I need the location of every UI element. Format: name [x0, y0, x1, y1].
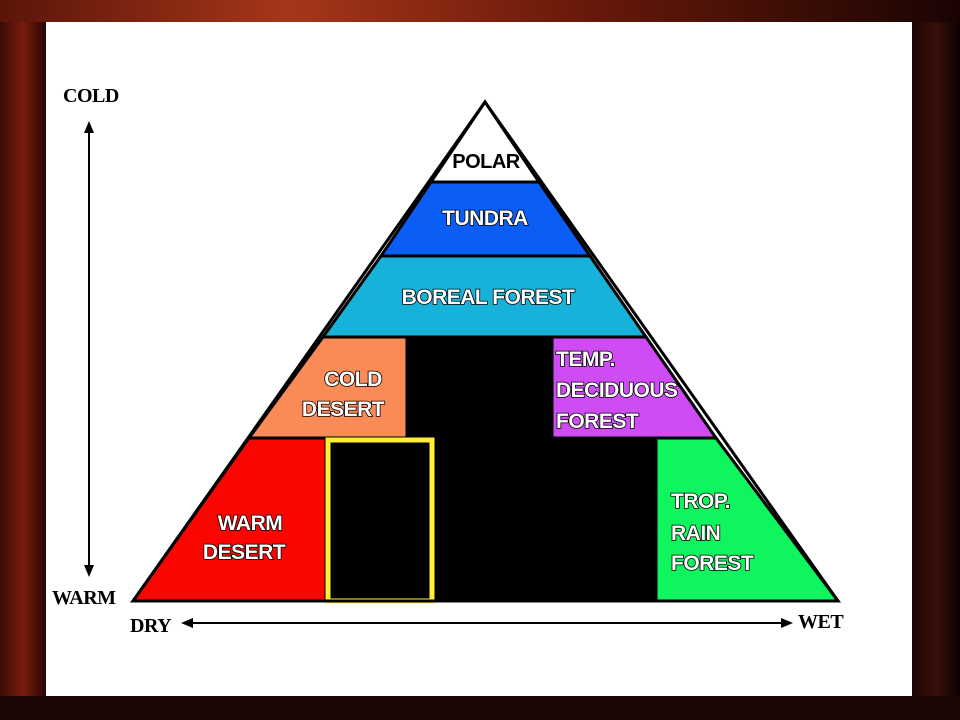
pyramid-outline — [130, 99, 841, 603]
wet-axis-label: WET — [798, 611, 844, 633]
trop-rain-label-line2: RAIN — [671, 522, 720, 545]
highlight-box[interactable] — [325, 437, 435, 604]
polar-label: POLAR — [452, 151, 521, 173]
cold-desert-label-line1: COLD — [324, 368, 382, 391]
warm-axis-label: WARM — [52, 587, 116, 609]
temp-deciduous-label-line2: DECIDUOUS — [556, 379, 678, 402]
temperature-arrow — [84, 121, 94, 577]
tundra-label: TUNDRA — [442, 207, 528, 230]
trop-rain-label-line3: FOREST — [671, 552, 754, 575]
temp-deciduous-label-line3: FOREST — [556, 410, 639, 433]
trop-rain-forest-region — [654, 436, 841, 603]
warm-desert-label-line1: WARM — [218, 512, 283, 535]
trop-rain-label-line1: TROP. — [671, 490, 730, 513]
boreal-forest-label: BOREAL FOREST — [402, 286, 575, 309]
temp-deciduous-label-line1: TEMP. — [556, 348, 615, 371]
dry-axis-label: DRY — [130, 615, 172, 637]
warm-desert-label-line2: DESERT — [203, 541, 286, 564]
moisture-arrow — [181, 618, 793, 628]
cold-desert-label-line2: DESERT — [302, 398, 385, 421]
cold-axis-label: COLD — [63, 85, 119, 107]
hidden-biome-center — [407, 337, 656, 601]
